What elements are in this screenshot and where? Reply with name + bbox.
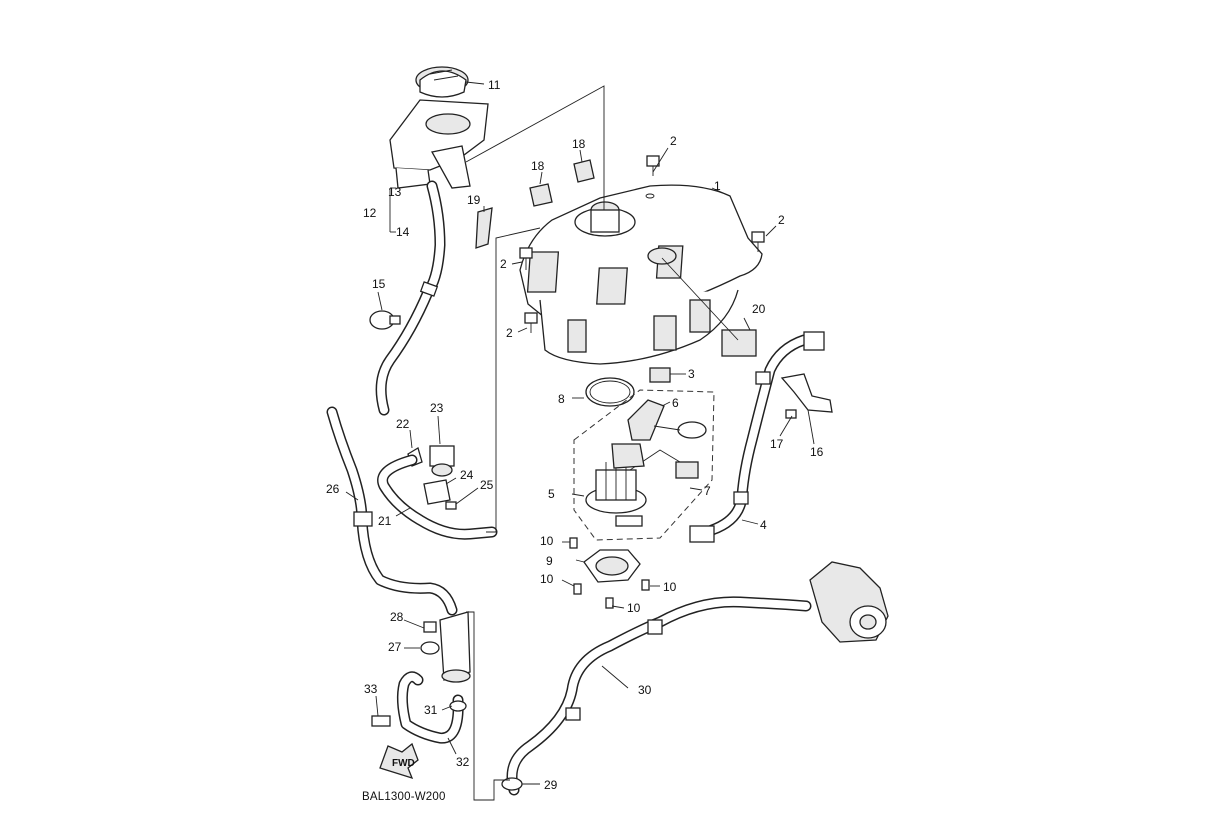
bolt-part-2-top[interactable] <box>646 155 660 176</box>
callout-16: 16 <box>810 445 824 459</box>
callout-20: 20 <box>752 302 766 316</box>
callout-13: 13 <box>388 185 402 199</box>
hose-clamp-part-15[interactable] <box>369 310 401 330</box>
screw-part-10-c[interactable] <box>641 579 650 591</box>
callout-6: 6 <box>672 396 679 410</box>
callout-23: 23 <box>430 401 444 415</box>
fuel-hose-part-4[interactable] <box>689 331 825 543</box>
callout-25: 25 <box>480 478 494 492</box>
bracket-part-16[interactable] <box>780 373 833 413</box>
callout-8: 8 <box>558 392 565 406</box>
callout-numbers: 11 2 1 2 2 2 18 18 19 20 3 8 6 7 5 4 9 1… <box>326 78 824 792</box>
label-part-19[interactable] <box>475 207 493 249</box>
fwd-label: FWD <box>392 758 415 769</box>
callout-29: 29 <box>544 778 558 792</box>
callout-7: 7 <box>704 484 711 498</box>
screw-part-10-b[interactable] <box>573 583 582 595</box>
callout-2-left-lower: 2 <box>506 326 513 340</box>
collar-part-27[interactable] <box>420 641 440 655</box>
callout-17: 17 <box>770 437 784 451</box>
cushion-part-3[interactable] <box>649 367 671 383</box>
fuel-tank-part-1[interactable] <box>519 184 763 365</box>
callout-31: 31 <box>424 703 438 717</box>
callout-22: 22 <box>396 417 410 431</box>
callout-9: 9 <box>546 554 553 568</box>
callout-21: 21 <box>378 514 392 528</box>
callout-10-a: 10 <box>540 534 554 548</box>
callout-15: 15 <box>372 277 386 291</box>
callout-10-c: 10 <box>663 580 677 594</box>
fuel-level-float-part-7[interactable] <box>611 443 645 469</box>
rollover-valve-part-23[interactable] <box>429 445 455 477</box>
callout-10-b: 10 <box>540 572 554 586</box>
bolt-part-2-left-lower[interactable] <box>524 312 538 333</box>
fuel-hose-part-30[interactable] <box>506 596 812 796</box>
screw-part-25[interactable] <box>445 501 457 510</box>
callout-12: 12 <box>363 206 377 220</box>
callout-28: 28 <box>390 610 404 624</box>
bolt-part-2-right[interactable] <box>751 231 765 252</box>
callout-2-top: 2 <box>670 134 677 148</box>
gasket-part-8[interactable] <box>585 377 635 407</box>
canister[interactable] <box>439 611 471 683</box>
callout-26: 26 <box>326 482 340 496</box>
throttle-body[interactable] <box>809 561 889 643</box>
clamp-part-31[interactable] <box>449 700 467 712</box>
filler-neck-bracket[interactable] <box>389 99 489 189</box>
callout-1: 1 <box>714 179 721 193</box>
callout-19: 19 <box>467 193 481 207</box>
damper-part-18-right[interactable] <box>573 159 595 183</box>
fuel-pump-part-5[interactable] <box>585 449 699 527</box>
callout-leaders <box>345 81 815 785</box>
reference-lines <box>389 85 739 801</box>
callout-33: 33 <box>364 682 378 696</box>
fuel-cap-part-11[interactable] <box>415 66 469 98</box>
callout-14: 14 <box>396 225 410 239</box>
hose-part-21[interactable] <box>377 454 498 540</box>
retainer-plate-part-9[interactable] <box>583 549 641 583</box>
callout-5: 5 <box>548 487 555 501</box>
screw-part-10-d[interactable] <box>605 597 614 609</box>
callout-27: 27 <box>388 640 402 654</box>
callout-24: 24 <box>460 468 474 482</box>
bolt-part-28[interactable] <box>423 621 437 633</box>
clamp-part-33[interactable] <box>371 715 391 727</box>
callout-3: 3 <box>688 367 695 381</box>
hose-part-32[interactable] <box>396 671 464 744</box>
sender-part-6[interactable] <box>627 399 707 441</box>
callout-10-d: 10 <box>627 601 641 615</box>
callout-11: 11 <box>488 78 501 92</box>
hose-part-26[interactable] <box>326 406 458 616</box>
breather-hose-part-14[interactable] <box>422 180 446 298</box>
callout-18-left: 18 <box>531 159 545 173</box>
screw-part-10-a[interactable] <box>569 537 578 549</box>
label-part-20[interactable] <box>721 329 757 357</box>
diagram-code: BAL1300-W200 <box>362 791 446 803</box>
callout-18-right: 18 <box>572 137 586 151</box>
holder-part-24[interactable] <box>423 479 451 505</box>
damper-part-18-left[interactable] <box>529 183 553 207</box>
hose-13-segment[interactable] <box>375 281 439 416</box>
callout-4: 4 <box>760 518 767 532</box>
callout-2-left-upper: 2 <box>500 257 507 271</box>
callout-2-right: 2 <box>778 213 785 227</box>
bolt-part-2-left-upper[interactable] <box>519 247 533 270</box>
forward-direction-arrow: FWD <box>379 742 419 780</box>
pump-assembly-outline <box>573 389 715 541</box>
callout-30: 30 <box>638 683 652 697</box>
callout-32: 32 <box>456 755 470 769</box>
